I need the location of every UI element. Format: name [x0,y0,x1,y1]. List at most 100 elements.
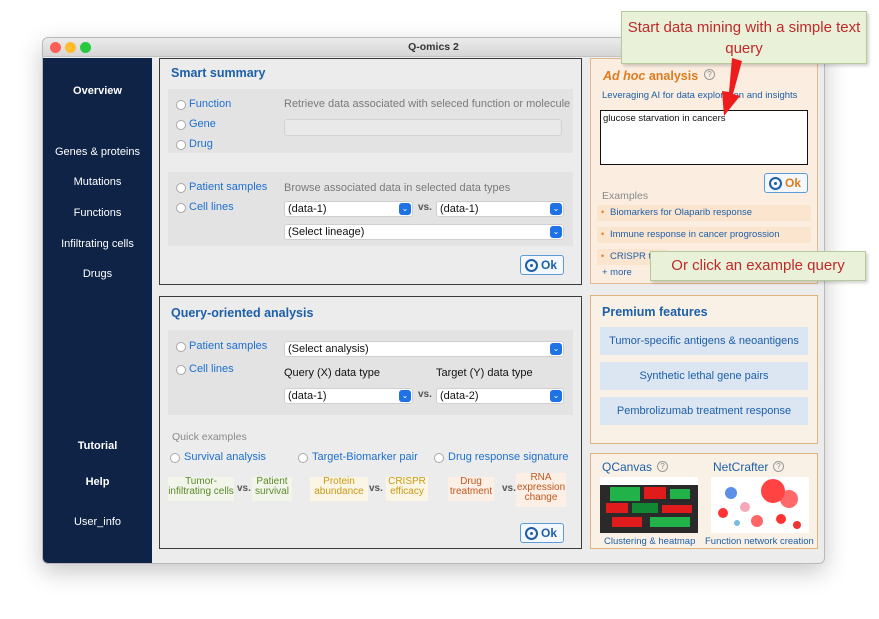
qcanvas-caption: Clustering & heatmap [604,536,696,547]
radio-patient-samples[interactable] [176,183,186,193]
minimize-window-button[interactable] [65,42,76,53]
drug-treatment-pill: Drug treatment [448,477,494,501]
y-data-type-label: Target (Y) data type [436,367,533,379]
radio-gene[interactable] [176,120,186,130]
sidebar-item-genes-proteins[interactable]: Genes & proteins [55,146,140,158]
radio-cell-lines[interactable] [176,203,186,213]
data-type-select-b[interactable]: (data-1) ⌄ [436,201,564,217]
query-analysis-ok-button[interactable]: Ok [520,523,564,543]
sidebar: Overview Genes & proteins Mutations Func… [43,58,152,563]
netcrafter-title[interactable]: NetCrafter [713,460,769,474]
bullet-icon: • [601,229,605,239]
example-row[interactable]: • CRISPR t [597,249,667,265]
example-2[interactable]: Immune response in cancer progrossion [610,229,780,240]
example-row[interactable]: • Immune response in cancer progrossion [597,227,811,243]
adhoc-analysis-panel: Ad hoc analysis ? Leveraging AI for data… [590,58,818,284]
example-1[interactable]: Biomarkers for Olaparib response [610,207,753,218]
sidebar-item-drugs[interactable]: Drugs [82,268,113,280]
molecule-input[interactable] [284,119,562,136]
help-icon[interactable]: ? [657,461,668,472]
radio-qa-cell-lines[interactable] [176,365,186,375]
qcanvas-title[interactable]: QCanvas [602,460,653,474]
radio-function-label[interactable]: Function [189,98,232,110]
ok-label: Ok [541,526,558,540]
x-data-type-value: (data-1) [288,390,327,402]
lineage-select-value: (Select lineage) [288,226,365,238]
callout-example-query: Or click an example query [650,251,866,281]
data-type-box: Patient samples Cell lines Browse associ… [168,172,573,246]
ok-label: Ok [541,258,558,272]
chevron-down-icon: ⌄ [550,343,562,355]
sidebar-item-help[interactable]: Help [85,476,110,488]
netcrafter-caption: Function network creation [705,536,814,547]
radio-cell-lines-label[interactable]: Cell lines [189,201,234,213]
radio-qa-patient-samples-label[interactable]: Patient samples [189,340,268,352]
sidebar-item-tutorial[interactable]: Tutorial [77,440,118,452]
adhoc-title-rest: analysis [648,69,699,83]
radio-qa-cell-lines-label[interactable]: Cell lines [189,363,234,375]
analysis-select-value: (Select analysis) [288,343,369,355]
radio-drug-response[interactable] [434,453,444,463]
radio-patient-samples-label[interactable]: Patient samples [189,181,268,193]
radio-drug-label[interactable]: Drug [189,138,213,150]
crispr-efficacy-pill: CRISPR efficacy [386,477,428,501]
protein-abundance-pill: Protein abundance [310,477,368,501]
function-hint: Retrieve data associated with seleced fu… [284,98,571,110]
bullet-icon: • [601,251,605,261]
premium-neoantigens-button[interactable]: Tumor-specific antigens & neoantigens [600,327,808,355]
chevron-down-icon: ⌄ [550,203,562,215]
function-query-box: Function Gene Drug Retrieve data associa… [168,89,573,153]
help-icon[interactable]: ? [704,69,715,80]
window-title: Q-omics 2 [408,41,459,53]
smart-summary-ok-button[interactable]: Ok [520,255,564,275]
y-data-type-value: (data-2) [440,390,479,402]
radio-gene-label[interactable]: Gene [189,118,216,130]
analysis-select[interactable]: (Select analysis) ⌄ [284,341,564,357]
radio-qa-patient-samples[interactable] [176,342,186,352]
data-type-select-a[interactable]: (data-1) ⌄ [284,201,413,217]
adhoc-query-input[interactable]: glucose starvation in cancers [600,110,808,165]
q-logo-icon [525,527,538,540]
drug-response-label[interactable]: Drug response signature [448,451,569,463]
adhoc-ok-button[interactable]: Ok [764,173,808,193]
radio-target-biomarker[interactable] [298,453,308,463]
vs-label: vs. [237,483,251,494]
lineage-select[interactable]: (Select lineage) ⌄ [284,224,564,240]
callout-text-query: Start data mining with a simple text que… [621,11,867,64]
sidebar-item-infiltrating-cells[interactable]: Infiltrating cells [61,238,134,250]
tumor-infiltrating-cells-pill: Tumor- infiltrating cells [168,477,234,501]
heatmap-thumbnail[interactable] [600,477,698,533]
sidebar-item-overview[interactable]: Overview [73,85,122,97]
target-biomarker-label[interactable]: Target-Biomarker pair [312,451,418,463]
premium-title: Premium features [602,305,708,319]
radio-drug[interactable] [176,140,186,150]
x-data-type-select[interactable]: (data-1) ⌄ [284,388,413,404]
vs-label: vs. [369,483,383,494]
survival-analysis-label[interactable]: Survival analysis [184,451,266,463]
help-icon[interactable]: ? [773,461,784,472]
y-data-type-select[interactable]: (data-2) ⌄ [436,388,564,404]
bullet-icon: • [601,207,605,217]
x-data-type-label: Query (X) data type [284,367,380,379]
query-analysis-panel: Query-oriented analysis Patient samples … [159,296,582,549]
sidebar-item-mutations[interactable]: Mutations [73,176,122,188]
example-row[interactable]: • Biomarkers for Olaparib response [597,205,811,221]
radio-survival-analysis[interactable] [170,453,180,463]
sidebar-item-user-info[interactable]: User_info [73,516,122,528]
adhoc-title-italic: Ad hoc [603,69,646,83]
zoom-window-button[interactable] [80,42,91,53]
premium-synthetic-lethal-button[interactable]: Synthetic lethal gene pairs [600,362,808,390]
close-window-button[interactable] [50,42,61,53]
vs-label: vs. [418,202,432,213]
query-analysis-title: Query-oriented analysis [171,306,314,320]
sidebar-item-functions[interactable]: Functions [73,207,122,219]
chevron-down-icon: ⌄ [399,390,411,402]
network-thumbnail[interactable] [711,477,809,533]
q-logo-icon [769,177,782,190]
smart-summary-panel: Smart summary Function Gene Drug Retriev… [159,58,582,285]
radio-function[interactable] [176,100,186,110]
more-examples-link[interactable]: + more [602,267,632,278]
example-3[interactable]: CRISPR t [610,251,652,262]
data-type-select-b-value: (data-1) [440,203,479,215]
premium-pembrolizumab-button[interactable]: Pembrolizumab treatment response [600,397,808,425]
